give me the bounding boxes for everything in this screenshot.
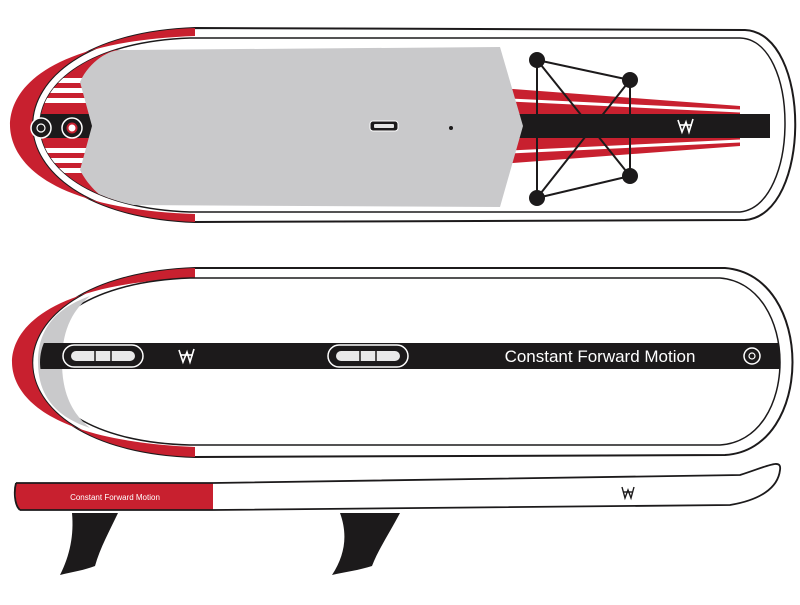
d-ring-icon (529, 190, 545, 206)
valve-icon (30, 117, 52, 139)
hull-brand-text: Constant Forward Motion (505, 347, 696, 366)
d-ring-icon (529, 52, 545, 68)
rail-red-section (15, 483, 213, 510)
rear-fin (332, 513, 400, 575)
d-ring-icon (622, 168, 638, 184)
deck-center-dot (449, 126, 453, 130)
d-ring-icon (622, 72, 638, 88)
rail-outline (212, 463, 781, 511)
board-top-view (10, 26, 797, 224)
front-fin (60, 513, 118, 575)
bungee-cargo-net (536, 59, 631, 199)
fin-logo-icon (178, 348, 195, 365)
hull-nose-shadow (38, 296, 90, 428)
deck-tail-pinstripes (509, 98, 741, 154)
fin-logo-icon (621, 486, 635, 501)
hull-center-stripe (40, 343, 780, 369)
hull-valve-icon (743, 347, 761, 365)
fin-logo-icon (677, 118, 694, 135)
deck-pinstripes-left (40, 78, 100, 173)
board-bottom-view: Constant Forward Motion (12, 267, 794, 459)
bungee-d-rings (529, 52, 638, 206)
fin-box-rear (327, 344, 409, 368)
deck-traction-pad (80, 47, 523, 207)
fin-box-front (62, 344, 144, 368)
rail-brand-text: Constant Forward Motion (70, 493, 160, 502)
board-side-view: Constant Forward Motion (13, 463, 781, 575)
